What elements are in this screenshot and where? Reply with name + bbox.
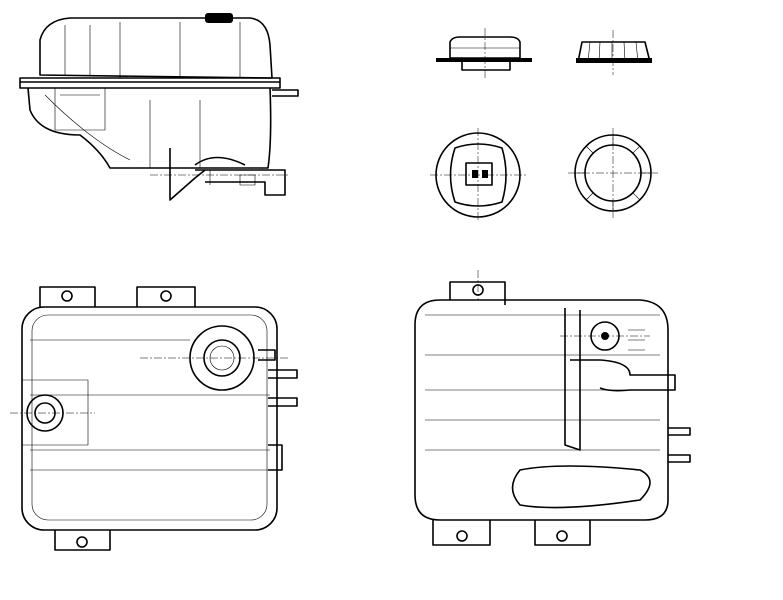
bracket xyxy=(169,148,206,201)
cap-side-view-b xyxy=(576,30,652,75)
tank-bottom-view xyxy=(414,270,691,546)
seam-flange xyxy=(19,77,281,89)
cap-side-view-a xyxy=(436,28,532,78)
upper-shell xyxy=(39,17,273,79)
hose-nipple xyxy=(272,89,299,97)
lower-shell xyxy=(27,87,272,169)
tank-top-view xyxy=(10,286,298,551)
cap-top-view-b xyxy=(568,128,658,218)
tank-side-view xyxy=(19,13,299,201)
cap-top-view-a xyxy=(430,128,526,222)
